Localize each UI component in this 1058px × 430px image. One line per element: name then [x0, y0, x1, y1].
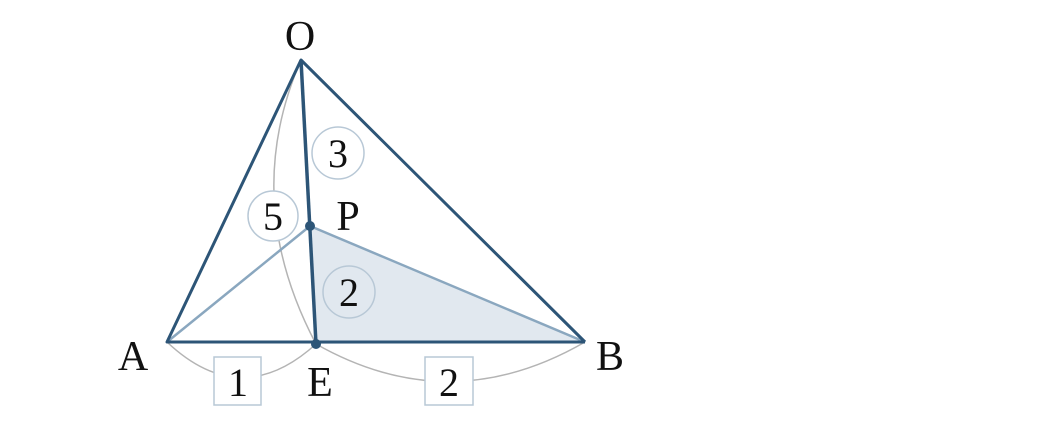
label-a: A [118, 334, 149, 380]
label-p: P [336, 194, 359, 240]
label-b: B [596, 334, 624, 380]
svg-text:1: 1 [228, 360, 248, 405]
segment-pb [309, 224, 586, 344]
triangle-oab [165, 58, 587, 344]
label-e: E [307, 360, 333, 406]
svg-text:5: 5 [263, 194, 283, 239]
svg-text:3: 3 [328, 131, 348, 176]
segment-ap [166, 225, 311, 343]
area-label-5: 5 [247, 190, 299, 242]
point-p [305, 221, 315, 231]
segment-oe [299, 59, 318, 345]
svg-text:2: 2 [339, 270, 359, 315]
segment-label-1: 1 [213, 356, 262, 406]
segment-label-2: 2 [424, 356, 474, 406]
point-e [311, 339, 321, 349]
area-label-3: 3 [311, 126, 365, 180]
area-label-2: 2 [322, 265, 376, 319]
svg-text:2: 2 [439, 360, 459, 405]
label-o: O [285, 14, 315, 60]
